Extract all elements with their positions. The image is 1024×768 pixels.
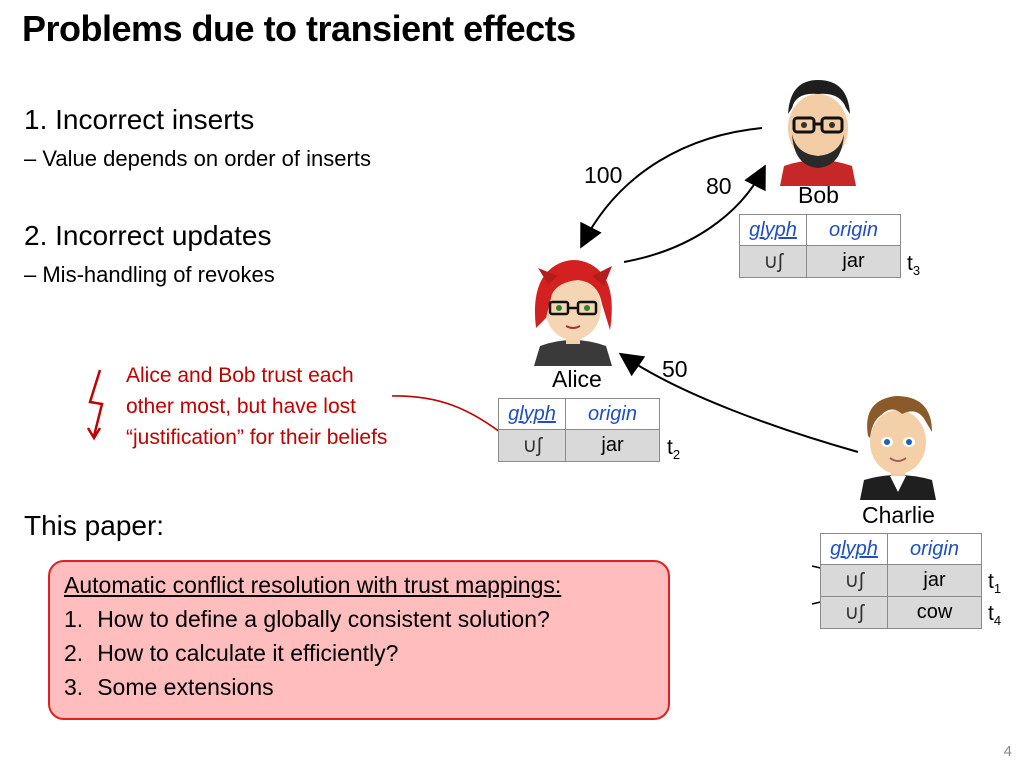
page-number: 4 [1003,743,1012,760]
table-row-crossed: ∪ʃ jar [820,564,982,597]
charlie-header-origin: origin [887,533,982,565]
alice-table: glyph origin ∪ʃ jar [498,398,660,462]
problem-1-detail: – Value depends on order of inserts [24,146,371,171]
contribution-item-3: 3.Some extensions [64,674,274,700]
charlie-avatar [860,396,936,500]
charlie-time-label-2: t4 [988,602,1002,629]
charlie-time-label-1: t1 [988,570,1002,597]
alice-label: Alice [552,366,602,392]
origin-cell: jar [565,429,660,462]
bob-header-glyph: glyph [739,214,807,246]
note-connector-line [391,395,501,433]
bob-header-origin: origin [806,214,901,246]
glyph-icon: ∪ʃ [498,429,566,462]
problem-1-heading: 1. Incorrect inserts [24,104,255,135]
bob-time-label: t3 [907,252,921,279]
problem-2-heading: 2. Incorrect updates [24,220,272,251]
note-text: Alice and Bob trust each other most, but… [126,364,388,449]
edge-weight-80: 80 [706,173,732,199]
edge-weight-50: 50 [662,356,688,382]
edge-weight-100: 100 [584,162,623,188]
bob-table: glyph origin ∪ʃ jar [739,214,901,278]
alice-time-label: t2 [667,436,681,463]
glyph-icon: ∪ʃ [739,245,807,278]
this-paper-heading: This paper: [24,510,165,541]
glyph-icon: ∪ʃ [820,596,888,629]
slide-title: Problems due to transient effects [22,8,576,49]
bob-label: Bob [798,182,839,208]
table-row: ∪ʃ jar [739,245,901,278]
contribution-item-1: 1.How to define a globally consistent so… [64,606,550,632]
contribution-item-2: 2.How to calculate it efficiently? [64,640,399,666]
origin-cell: jar [806,245,901,278]
charlie-table: glyph origin ∪ʃ jar ∪ʃ cow [820,533,982,629]
edge-charlie-to-alice [618,352,859,453]
charlie-label: Charlie [862,502,935,528]
glyph-icon: ∪ʃ [820,564,888,597]
table-row: ∪ʃ cow [820,596,982,629]
charlie-header-glyph: glyph [820,533,888,565]
bob-avatar [780,80,856,186]
alice-header-origin: origin [565,398,660,430]
origin-cell: jar [887,564,982,597]
table-row: ∪ʃ jar [498,429,660,462]
edge-alice-to-bob [623,164,766,263]
alice-header-glyph: glyph [498,398,566,430]
alice-avatar [534,260,612,366]
lightning-icon [86,369,104,441]
contribution-box: Automatic conflict resolution with trust… [48,560,670,720]
contribution-heading: Automatic conflict resolution with trust… [64,572,562,598]
edge-bob-to-alice [580,127,763,249]
origin-cell: cow [887,596,982,629]
problem-2-detail: – Mis-handling of revokes [24,262,275,287]
